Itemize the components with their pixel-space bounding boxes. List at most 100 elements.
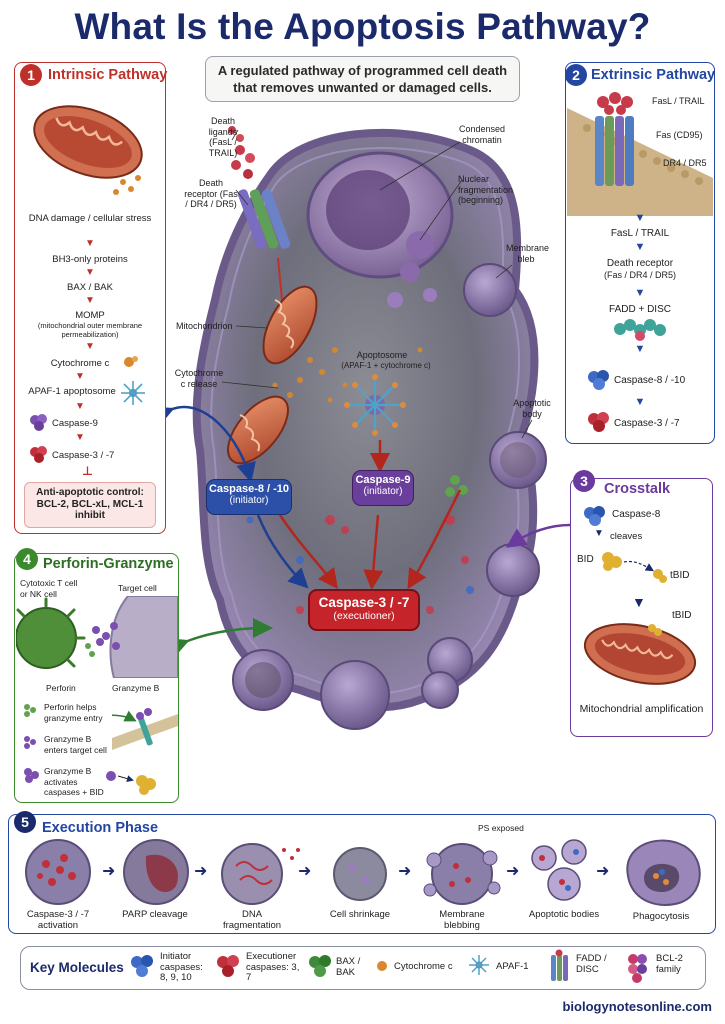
- caspase-8-cross-icon: [584, 506, 605, 526]
- caspase-3-box: Caspase-3 / -7 (executioner): [308, 589, 420, 631]
- perforin-dot-icon: [24, 704, 36, 717]
- svg-text:➜: ➜: [102, 863, 115, 880]
- execution-stage-3: DNA fragmentation: [222, 909, 282, 931]
- target-cell-label: Target cell: [118, 583, 157, 593]
- perforin-title: Perforin-Granzyme: [43, 556, 174, 572]
- nuclear-fragmentation-label: Nuclear fragmentation (beginning): [458, 174, 514, 205]
- crosstalk-arrow-2: ▼: [632, 594, 646, 610]
- intrinsic-arrow-1: ▼: [85, 238, 95, 249]
- key-title: Key Molecules: [30, 960, 124, 975]
- intrinsic-arrow-6: ▼: [75, 401, 85, 412]
- death-receptor-label: Death receptor (Fas / DR4 / DR5): [184, 178, 238, 209]
- key-item-2: Executioner caspases: 3, 7: [246, 951, 300, 983]
- crosstalk-bid-label: BID: [577, 554, 594, 565]
- bid-cleavage-graphic: [602, 552, 667, 583]
- intrinsic-title: Intrinsic Pathway: [48, 67, 168, 83]
- execution-stages-graphic: ➜ ➜ ➜ ➜ ➜ ➜: [25, 839, 701, 906]
- caspase-9-sub: (initiator): [363, 486, 403, 497]
- intrinsic-step-5: Cytochrome c: [50, 358, 110, 369]
- caspase-8-sub: (initiator): [229, 495, 269, 506]
- caspase-3-label: Caspase-3 / -7: [318, 595, 410, 610]
- key-item-5: APAF-1: [496, 961, 529, 972]
- apoptosome-graphic: [344, 374, 406, 436]
- perforin-illustration: [16, 596, 178, 678]
- intrinsic-step-8: Caspase-3 / -7: [52, 450, 115, 461]
- caspase-8-box: Caspase-8 / -10 (initiator): [206, 479, 292, 515]
- bcl2-family-icon: [628, 954, 647, 983]
- extrinsic-title: Extrinsic Pathway: [591, 67, 716, 83]
- inhibit-icon: ⊥: [82, 464, 93, 478]
- svg-text:➜: ➜: [398, 863, 411, 880]
- extrinsic-arrow-1: ▼: [634, 241, 646, 253]
- apoptosome-sub-label: (APAF-1 + cytochrome c): [341, 361, 431, 370]
- extrinsic-step-2: Death receptor: [606, 258, 674, 269]
- mitochondrion-cross-icon: [583, 623, 697, 685]
- execution-stage-1: Caspase-3 / -7 activation: [26, 909, 90, 931]
- extrinsic-arrow-0: ▼: [634, 212, 646, 224]
- execution-stage-7: Phagocytosis: [632, 911, 690, 922]
- execution-badge: 5: [14, 811, 36, 833]
- caspase-bid-icon: [106, 771, 156, 795]
- bax-bak-icon: [309, 955, 331, 977]
- condensed-chromatin-label: Condensed chromatin: [458, 124, 506, 145]
- page-title: What Is the Apoptosis Pathway?: [74, 6, 651, 47]
- extrinsic-arrow-2: ▼: [634, 287, 646, 299]
- execution-stage-4: Cell shrinkage: [329, 909, 391, 920]
- key-item-4: Cytochrome c: [394, 961, 453, 972]
- apoptosome-label: Apoptosome: [356, 350, 408, 360]
- svg-text:➜: ➜: [596, 863, 609, 880]
- apaf1-key-icon: [469, 955, 489, 975]
- perforin-panel: [14, 553, 179, 803]
- intrinsic-arrow-3: ▼: [85, 295, 95, 306]
- caspase-3-icon: [30, 446, 47, 463]
- ps-exposed-label: PS exposed: [478, 823, 524, 833]
- execution-stage-5: Membrane blebbing: [439, 909, 485, 931]
- extrinsic-step-5: Caspase-3 / -7: [614, 418, 680, 429]
- key-molecules-panel: [20, 946, 706, 990]
- caspase-8-label: Caspase-8 / -10: [208, 483, 290, 495]
- subtitle-box: A regulated pathway of programmed cell d…: [205, 56, 520, 102]
- key-item-7: BCL-2 family: [656, 953, 683, 975]
- death-receptor-graphic: [228, 126, 291, 301]
- anti-apoptotic-title: Anti-apoptotic control:: [36, 487, 144, 498]
- cytochrome-c-key-icon: [377, 961, 387, 971]
- extrinsic-arrow-3: ▼: [634, 343, 646, 355]
- intrinsic-arrow-4: ▼: [85, 341, 95, 352]
- intrinsic-arrow-5: ▼: [75, 371, 85, 382]
- apoptotic-body-label: Apoptotic body: [513, 398, 551, 419]
- execution-title: Execution Phase: [42, 820, 159, 836]
- svg-text:➜: ➜: [298, 863, 311, 880]
- extrinsic-step-3: FADD + DISC: [609, 304, 671, 315]
- membrane-receptor-illustration: [567, 92, 713, 216]
- anti-apoptotic-text: BCL-2, BCL-xL, MCL-1 inhibit: [36, 499, 144, 521]
- extrinsic-badge: 2: [565, 64, 587, 86]
- extrinsic-step-1: FasL / TRAIL: [610, 228, 670, 239]
- execution-stage-6: Apoptotic bodies: [528, 909, 600, 920]
- crosstalk-tbid-label-1: tBID: [670, 570, 690, 581]
- caspase-8-icon: [588, 370, 609, 390]
- crosstalk-cleaves-label: cleaves: [610, 531, 643, 542]
- perforin-item-3: Granzyme B activates caspases + BID: [44, 766, 104, 797]
- crosstalk-title: Crosstalk: [604, 481, 671, 497]
- mitochondrion-icon: [33, 105, 143, 195]
- footer-source: biologynotesonline.com: [562, 999, 712, 1014]
- perforin-badge: 4: [16, 548, 38, 570]
- intrinsic-step-2: BH3-only proteins: [52, 254, 128, 265]
- granzyme-dot-icon: [24, 736, 36, 749]
- extrinsic-step-2-note: (Fas / DR4 / DR5): [603, 270, 676, 280]
- executioner-caspase-icon: [217, 955, 239, 977]
- membrane-pore-icon: [112, 708, 178, 750]
- intrinsic-step-7: Caspase-9: [52, 418, 98, 429]
- key-item-3: BAX / BAK: [336, 956, 361, 978]
- key-item-6: FADD / DISC: [576, 953, 607, 975]
- crosstalk-badge: 3: [573, 470, 595, 492]
- mitochondrion-label: Mitochondrion: [176, 321, 233, 331]
- perforin-label: Perforin: [46, 683, 76, 693]
- caspase-9-label: Caspase-9: [355, 474, 411, 486]
- death-ligands-label: Death ligands (FasL / TRAIL): [208, 116, 238, 158]
- cytochrome-c-icon: [124, 356, 138, 367]
- caspase-3-ext-icon: [588, 412, 609, 432]
- crosstalk-arrow-1: ▼: [594, 528, 604, 539]
- cytochrome-release-label: Cytochrome c release: [174, 368, 224, 389]
